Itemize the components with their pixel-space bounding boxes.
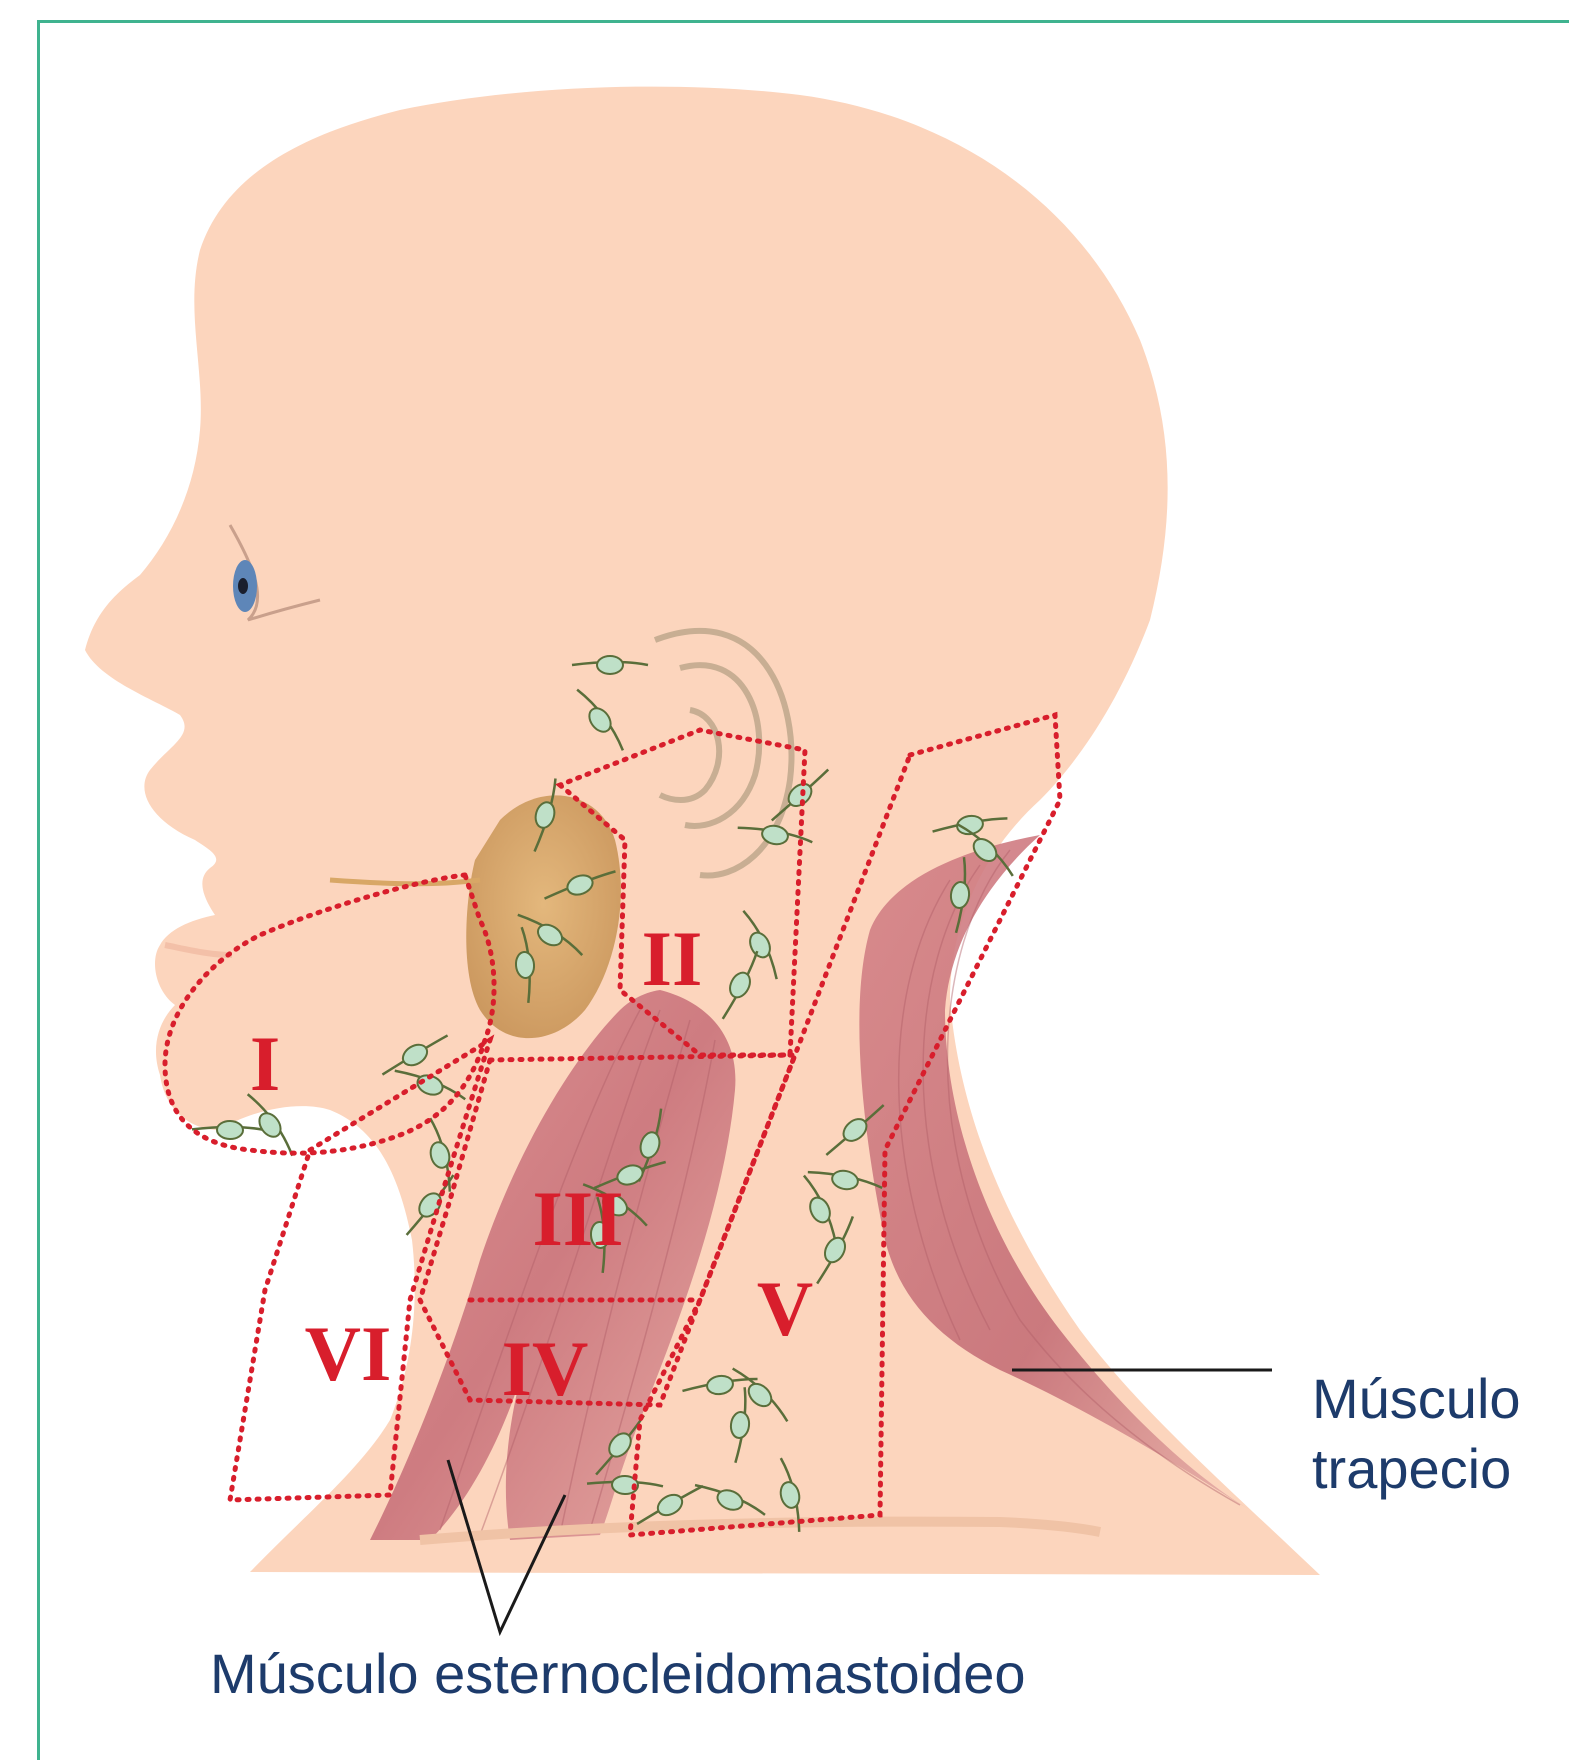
level-III-label: III [532, 1175, 623, 1262]
level-VI-label: VI [305, 1310, 392, 1397]
level-V-label: V [757, 1265, 813, 1352]
level-I-label: I [250, 1020, 280, 1107]
scm-label: Músculo esternocleidomastoideo [210, 1642, 1026, 1705]
trapezius-label-line2: trapecio [1312, 1437, 1511, 1500]
level-II-label: II [642, 915, 703, 1002]
head-silhouette [85, 87, 1320, 1575]
trapezius-label-line1: Músculo [1312, 1367, 1521, 1430]
level-IV-label: IV [502, 1325, 589, 1412]
lymph-node [255, 1109, 285, 1141]
lymph-node [597, 656, 623, 674]
lymph-node [217, 1121, 243, 1139]
